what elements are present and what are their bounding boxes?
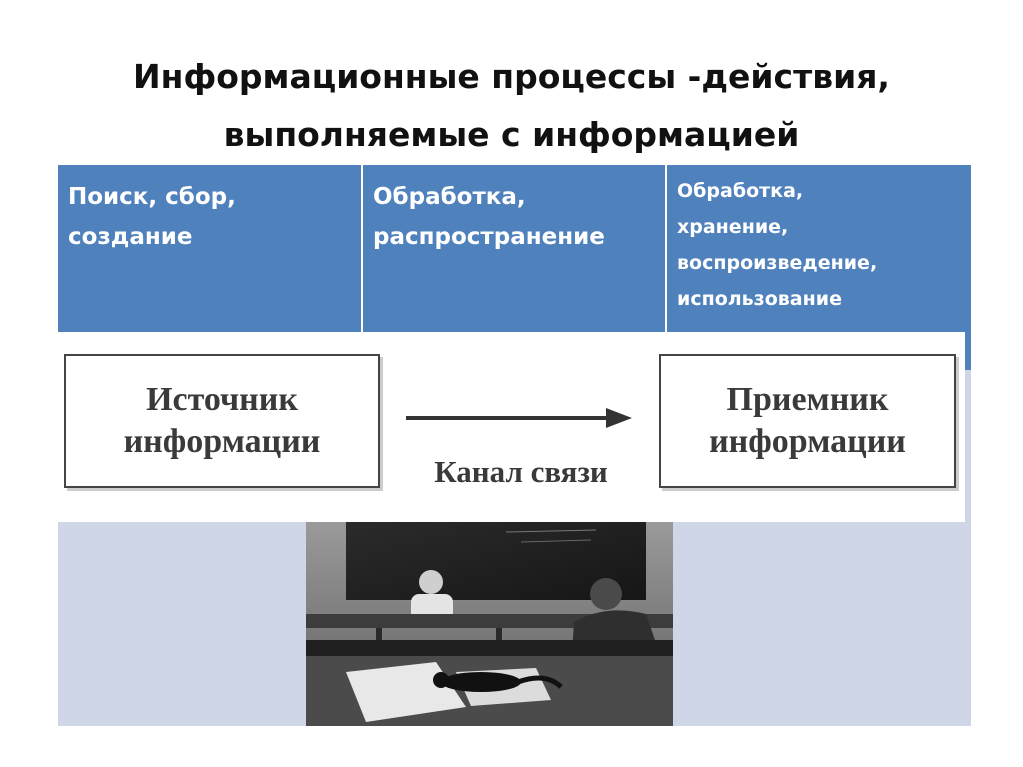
header-cell-storage: Обработка, хранение, воспроизведение, ис… [667, 165, 971, 332]
header-edge-stub [965, 332, 971, 370]
slide-title-line-2: выполняемые с информацией [223, 115, 800, 154]
header-cell-processing-line-1: Обработка, [373, 184, 526, 210]
header-cell-search-line-2: создание [68, 224, 193, 250]
process-table-header: Поиск, сбор, создание Обработка, распрос… [58, 165, 971, 332]
source-box-line-2: информации [123, 423, 321, 460]
header-cell-storage-line-3: воспроизведение, [677, 252, 878, 274]
channel-label: Канал связи [434, 454, 608, 489]
header-cell-storage-line-4: использование [677, 288, 842, 310]
channel-arrow-icon [406, 408, 632, 428]
slide-title: Информационные процессы -действия, выпол… [0, 48, 1023, 164]
source-box: Источник информации [64, 354, 380, 488]
classroom-photo-illustration [306, 522, 673, 726]
header-cell-processing: Обработка, распространение [363, 165, 667, 332]
receiver-box-line-2: информации [709, 423, 906, 460]
classroom-photo [306, 522, 673, 726]
header-cell-search: Поиск, сбор, создание [58, 165, 363, 332]
communication-scheme: Источник информации Канал связи Приемник… [58, 332, 965, 522]
receiver-box: Приемник информации [659, 354, 956, 488]
header-cell-processing-line-2: распространение [373, 224, 605, 250]
receiver-box-line-1: Приемник [726, 381, 889, 418]
source-box-line-1: Источник [146, 381, 298, 418]
header-cell-search-line-1: Поиск, сбор, [68, 184, 236, 210]
header-cell-storage-line-1: Обработка, [677, 180, 804, 202]
slide-title-line-1: Информационные процессы -действия, [133, 57, 890, 96]
header-cell-storage-line-2: хранение, [677, 216, 789, 238]
